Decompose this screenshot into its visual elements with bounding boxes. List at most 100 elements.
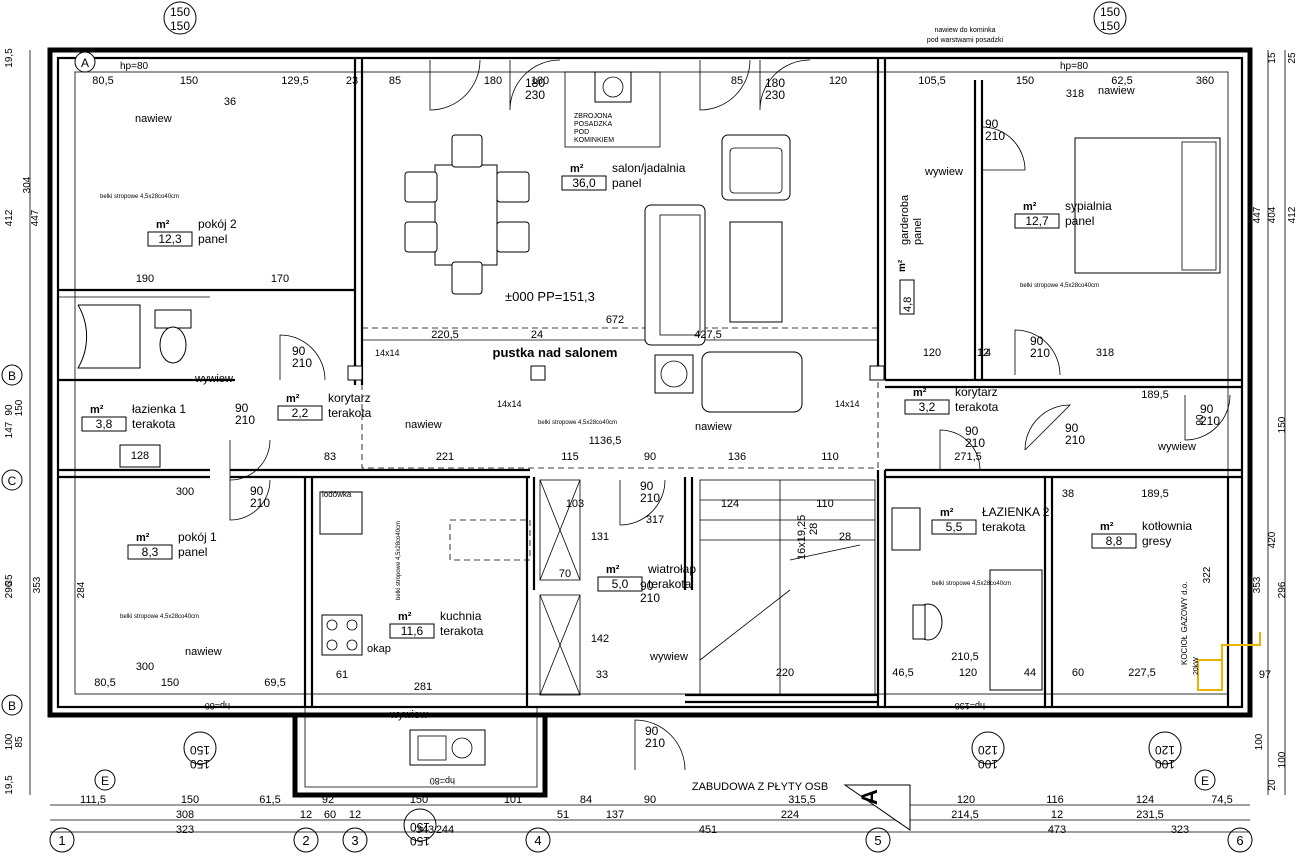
fireplace-note: POD <box>574 129 589 136</box>
room-area: 4,8 <box>902 297 914 312</box>
dim-right: 25 <box>1287 52 1298 64</box>
door-height: 210 <box>250 496 270 510</box>
dim-top: 129,5 <box>281 75 309 87</box>
dim-left: 35 <box>4 574 15 586</box>
room-finish: panel <box>1065 214 1094 228</box>
room-name: ŁAZIENKA 2 <box>982 505 1050 519</box>
dim-top: 85 <box>389 75 401 87</box>
room-m2-label: m² <box>286 393 300 405</box>
room-area-box <box>931 519 977 535</box>
door-width: 90 <box>1065 421 1079 435</box>
dim-left: 85 <box>14 736 25 748</box>
room-m2-label: m² <box>1100 521 1114 533</box>
room-name: kotłownia <box>1142 519 1192 533</box>
room-m2-label: m² <box>398 611 412 623</box>
room-name: salon/jadalnia <box>612 161 686 175</box>
dim-bottom: 323 <box>176 824 194 836</box>
dim-interior: 69,5 <box>264 677 285 689</box>
room-m2-label: m² <box>90 404 104 416</box>
dim-bottom: 137 <box>606 809 624 821</box>
vent-exhaust-label: wywiew <box>1157 441 1196 453</box>
row-axis-label: E <box>1201 774 1209 788</box>
outer-walls <box>47 47 1253 798</box>
dim-right: 15 <box>1267 52 1278 64</box>
door-width: 90 <box>250 484 264 498</box>
room-area-box <box>277 405 323 421</box>
door-height: 210 <box>640 591 660 605</box>
room-finish: panel <box>912 218 924 245</box>
axis-label: 1 <box>58 833 65 848</box>
dim-interior: 142 <box>591 633 609 645</box>
room-area-box <box>1014 213 1060 229</box>
boiler-label: KOCIOŁ GAZOWY d.o. <box>1180 582 1189 665</box>
dim-bottom: 224 <box>781 809 799 821</box>
dim-right: 404 <box>1267 206 1278 223</box>
window-width: 150 <box>190 743 210 757</box>
dim-interior: 120 <box>959 667 977 679</box>
room-m2-label: m² <box>136 532 150 544</box>
door-height: 210 <box>645 736 665 750</box>
dim-bottom: 12 <box>349 809 361 821</box>
void-outline <box>361 327 879 469</box>
beam-note: belki stropowe 4,5x28co40cm <box>538 420 617 426</box>
sill-height: hp=80 <box>430 776 455 786</box>
dim-interior: 14 <box>979 347 991 359</box>
door-width: 180 <box>525 76 545 90</box>
dim-top: 318 <box>1066 88 1084 100</box>
door-height: 210 <box>235 413 255 427</box>
dim-bottom: 74,5 <box>1211 794 1232 806</box>
room-area-box <box>389 623 435 639</box>
dim-top: 85 <box>731 75 743 87</box>
dim-bottom: 244 <box>436 824 454 836</box>
room-area: 3,2 <box>919 400 936 414</box>
door-height: 210 <box>965 436 985 450</box>
room-name: wiatrołap <box>647 562 696 576</box>
dim-top: 180 <box>484 75 502 87</box>
room-area-box <box>561 175 607 191</box>
dim-top: 62,5 <box>1111 75 1132 87</box>
dim-right: 100 <box>1277 751 1288 768</box>
dim-bottom: 61,5 <box>259 794 280 806</box>
dim-left: 284 <box>76 581 87 598</box>
dim-interior: 300 <box>176 486 194 498</box>
room-m2-label: m² <box>940 507 954 519</box>
dim-interior: 220 <box>776 667 794 679</box>
room-finish: terakota <box>955 400 999 414</box>
door-width: 90 <box>985 117 999 131</box>
room-area: 5,0 <box>612 577 629 591</box>
stairs-label: 16x19,25 <box>796 515 808 560</box>
vent-exhaust-label: wywiew <box>389 709 428 721</box>
dim-interior: 103 <box>566 498 584 510</box>
fireplace-vent-note: pod warstwami posadzki <box>927 37 1004 44</box>
dim-interior: 150 <box>161 677 179 689</box>
dim-interior: 70 <box>559 568 571 580</box>
room-area: 5,5 <box>946 520 963 534</box>
dim-bottom: 90 <box>644 794 656 806</box>
window-height: 150 <box>410 834 430 848</box>
door-width: 90 <box>292 344 306 358</box>
room-area-box <box>597 576 643 592</box>
dim-interior: 97 <box>1259 669 1271 681</box>
room-finish: panel <box>612 176 641 190</box>
dim-bottom: 12 <box>300 809 312 821</box>
dim-interior: 44 <box>1024 667 1036 679</box>
void-label: pustka nad salonem <box>493 345 618 360</box>
dim-bottom: 343 <box>416 824 434 836</box>
dim-interior: 110 <box>821 451 839 463</box>
dim-top: 150 <box>1016 75 1034 87</box>
dim-interior: 318 <box>1096 347 1114 359</box>
dim-bottom: 473 <box>1048 824 1066 836</box>
dim-interior: 24 <box>531 329 543 341</box>
axis-label: 2 <box>302 833 309 848</box>
door-height: 210 <box>640 491 660 505</box>
row-axis-label: A <box>81 56 89 70</box>
dim-interior: 271,5 <box>954 451 982 463</box>
dim-bottom: 51 <box>557 809 569 821</box>
beam-note: belki stropowe 4,5x28co40cm <box>1020 283 1099 289</box>
dim-bottom: 12 <box>1051 809 1063 821</box>
window-height: 150 <box>170 19 190 33</box>
room-name: pokój 2 <box>198 217 237 231</box>
room-name: łazienka 1 <box>132 402 186 416</box>
dim-right: 90 <box>1195 414 1206 426</box>
